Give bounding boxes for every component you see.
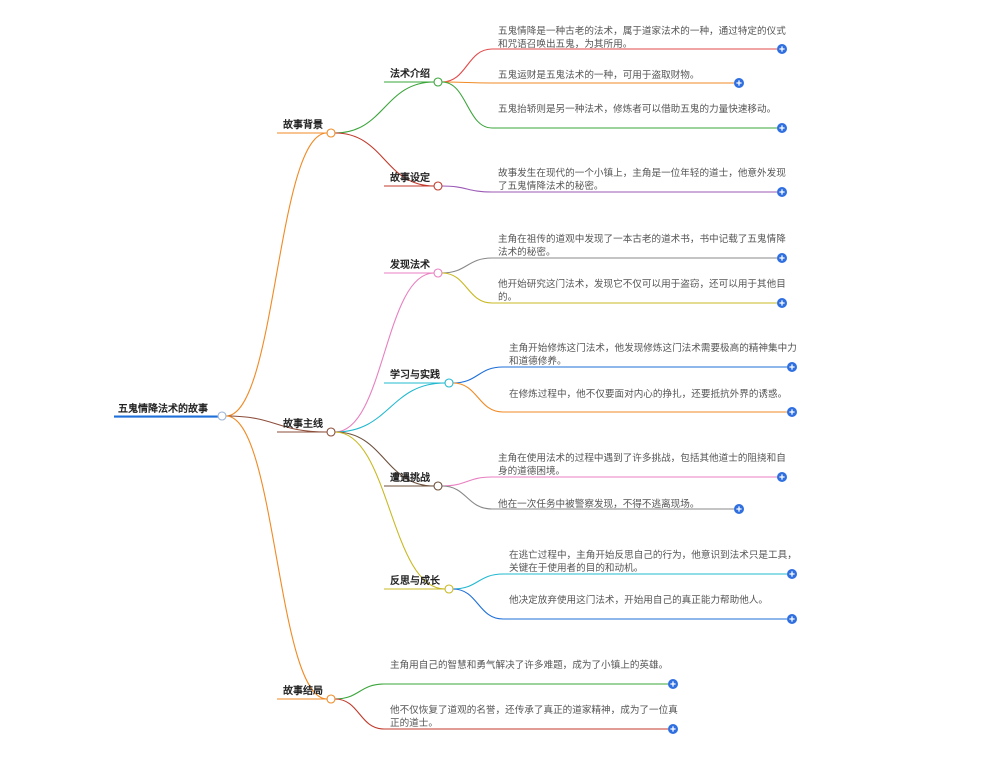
sub-node: 法术介绍 (390, 69, 430, 80)
leaf-node-connector (441, 81, 493, 129)
sub-connector (334, 132, 435, 187)
sub-connector (334, 431, 446, 590)
expand-plus-icon[interactable] (734, 78, 744, 88)
sub-node-dot (433, 481, 443, 491)
sub-connector (334, 272, 435, 433)
leaf-node-text: 主角在祖传的道观中发现了一本古老的道术书，书中记载了五鬼情降法术的秘密。 (498, 234, 786, 258)
expand-plus-icon[interactable] (777, 472, 787, 482)
sub-connector (334, 81, 435, 134)
branch-node-dot (326, 694, 336, 704)
expand-plus-icon[interactable] (777, 123, 787, 133)
leaf-node-text: 他在一次任务中被警察发现，不得不逃离现场。 (498, 499, 700, 510)
expand-plus-icon[interactable] (668, 679, 678, 689)
leaf-node-connector (452, 573, 504, 590)
leaf-node-connector (441, 272, 493, 304)
expand-plus-icon[interactable] (787, 407, 797, 417)
root-node-dot (217, 411, 227, 421)
leaf-node-connector (441, 81, 493, 84)
expand-plus-icon[interactable] (777, 253, 787, 263)
leaf-node-connector (334, 698, 385, 730)
leaf-node-text: 他不仅恢复了道观的名誉，还传承了真正的道家精神，成为了一位真正的道士。 (390, 705, 678, 729)
leaf-node-text: 他开始研究这门法术，发现它不仅可以用于盗窃，还可以用于其他目的。 (498, 279, 786, 303)
sub-connector (334, 431, 435, 487)
leaf-node-connector (441, 257, 493, 274)
sub-node: 遭遇挑战 (390, 473, 430, 484)
leaf-node-text: 五鬼运财是五鬼法术的一种，可用于盗取财物。 (498, 70, 700, 81)
sub-node-dot (444, 378, 454, 388)
expand-plus-icon[interactable] (777, 44, 787, 54)
leaf-node-text: 五鬼情降是一种古老的法术，属于道家法术的一种，通过特定的仪式和咒语召唤出五鬼，为… (498, 26, 786, 50)
leaf-node-connector (452, 588, 504, 620)
branch-connector (225, 415, 328, 700)
expand-plus-icon[interactable] (787, 569, 797, 579)
leaf-node-connector (441, 185, 493, 193)
sub-node-dot (433, 77, 443, 87)
leaf-node-connector (441, 485, 493, 510)
branch-node: 故事结局 (283, 686, 323, 697)
branch-node-dot (326, 128, 336, 138)
branch-node: 故事主线 (283, 419, 323, 430)
expand-plus-icon[interactable] (777, 298, 787, 308)
leaf-node-connector (452, 382, 504, 413)
leaf-node-connector (334, 683, 385, 700)
branch-connector (225, 132, 328, 417)
sub-node: 故事设定 (390, 173, 430, 184)
expand-plus-icon[interactable] (734, 504, 744, 514)
leaf-node-text: 主角用自己的智慧和勇气解决了许多难题，成为了小镇上的英雄。 (390, 660, 669, 671)
expand-plus-icon[interactable] (787, 362, 797, 372)
leaf-node-connector (452, 366, 504, 384)
sub-node: 反思与成长 (390, 576, 440, 587)
sub-node-dot (433, 268, 443, 278)
branch-node: 故事背景 (283, 120, 323, 131)
sub-node: 学习与实践 (390, 370, 440, 381)
leaf-node-text: 他决定放弃使用这门法术，开始用自己的真正能力帮助他人。 (509, 595, 769, 606)
sub-node: 发现法术 (390, 260, 430, 271)
root-node: 五鬼情降法术的故事 (118, 404, 208, 415)
sub-node-dot (444, 584, 454, 594)
leaf-node-text: 在逃亡过程中，主角开始反思自己的行为，他意识到法术只是工具，关键在于使用者的目的… (509, 550, 797, 574)
expand-plus-icon[interactable] (787, 614, 797, 624)
leaf-node-connector (441, 48, 493, 83)
expand-plus-icon[interactable] (777, 187, 787, 197)
branch-node-dot (326, 427, 336, 437)
leaf-node-text: 在修炼过程中，他不仅要面对内心的挣扎，还要抵抗外界的诱惑。 (509, 389, 788, 400)
sub-connector (334, 382, 446, 433)
sub-node-dot (433, 181, 443, 191)
leaf-node-text: 故事发生在现代的一个小镇上，主角是一位年轻的道士，他意外发现了五鬼情降法术的秘密… (498, 168, 786, 192)
expand-plus-icon[interactable] (668, 724, 678, 734)
leaf-node-text: 五鬼抬轿则是另一种法术，修炼者可以借助五鬼的力量快速移动。 (498, 104, 777, 115)
leaf-node-text: 主角开始修炼这门法术，他发现修炼这门法术需要极高的精神集中力和道德修养。 (509, 343, 797, 367)
leaf-node-text: 主角在使用法术的过程中遇到了许多挑战，包括其他道士的阻挠和自身的道德困境。 (498, 453, 786, 477)
leaf-node-connector (441, 476, 493, 487)
